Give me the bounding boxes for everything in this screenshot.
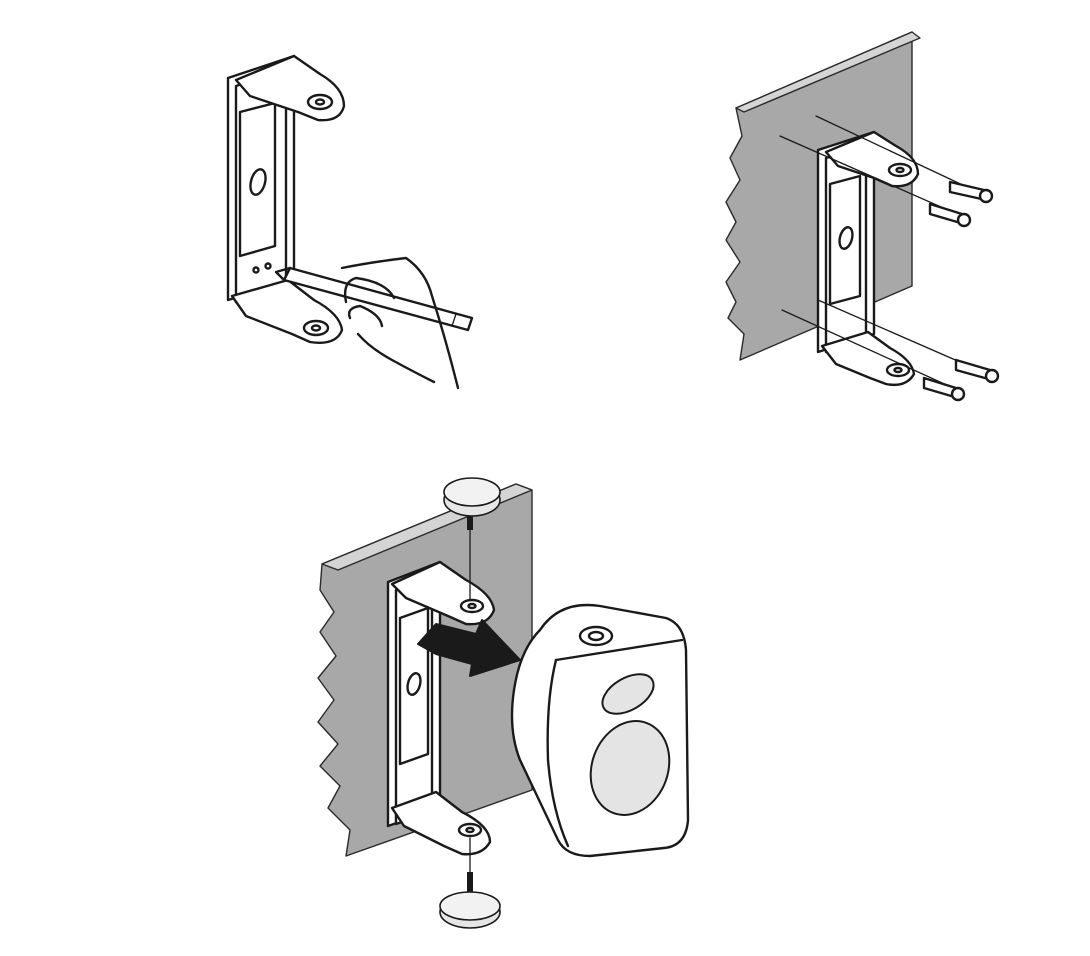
step-1-mark-holes (226, 54, 474, 390)
screw-icon (948, 180, 994, 204)
screw-icon (922, 376, 966, 402)
bracket-step2 (816, 130, 920, 387)
bracket-step1 (226, 54, 346, 344)
arrow-icon (417, 619, 521, 677)
bottom-knob (439, 837, 501, 929)
pencil-icon (274, 266, 474, 332)
hand-icon (340, 256, 460, 390)
step-2-screw-to-wall (725, 31, 1000, 402)
top-knob (443, 477, 501, 601)
bracket-step3 (386, 560, 496, 856)
speaker-icon (510, 603, 690, 858)
screw-icon (954, 358, 1000, 384)
step-3-attach-speaker (317, 477, 690, 929)
screw-icon (928, 202, 972, 228)
